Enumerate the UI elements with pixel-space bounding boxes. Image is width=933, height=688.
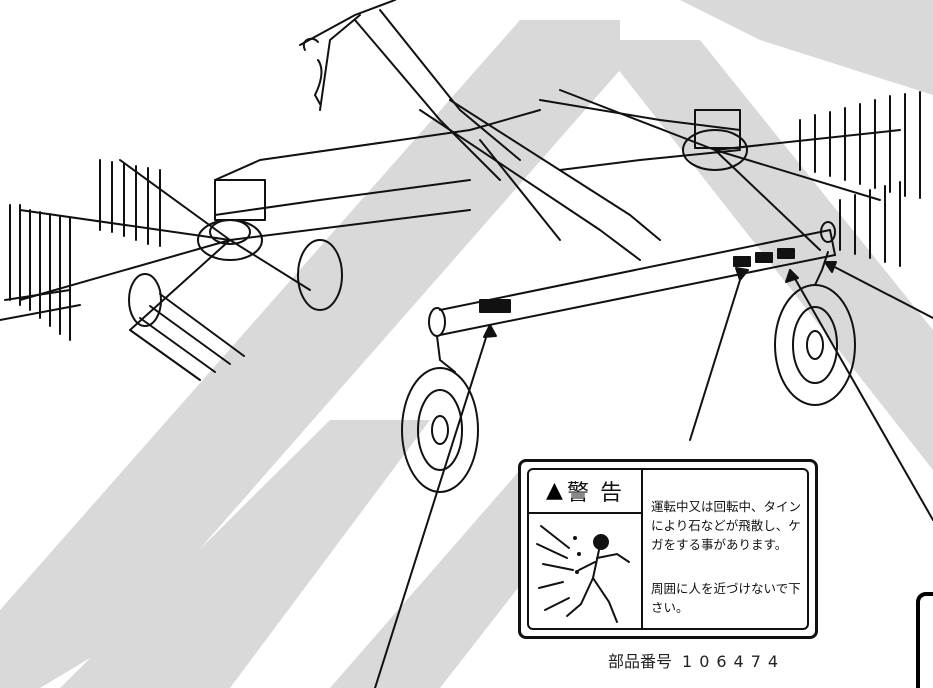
person-struck-by-flying-stones-icon [536,525,630,623]
part-number: 部品番号 106474 [608,648,785,672]
warning-label: ▲ 警 告 [518,459,818,639]
warning-triangle-icon: ▲ [546,478,563,503]
warning-heading: 警 告 [566,481,624,506]
warning-text-paragraph-1: 運転中又は回転中、タインにより石などが飛散し、ケガをする事があります。 [651,499,802,552]
warning-text: 運転中又は回転中、タインにより石などが飛散し、ケガをする事があります。 周囲に人… [651,478,801,642]
warning-text-paragraph-2: 周囲に人を近づけないで下さい。 [651,581,801,615]
warning-heading-box: ▲ 警 告 [529,470,641,514]
partial-second-label [916,592,933,688]
warning-label-inner-border: ▲ 警 告 [527,468,809,630]
part-number-prefix: 部品番号 [608,652,673,671]
warning-label-left-panel: ▲ 警 告 [529,470,643,628]
part-number-value: 106474 [682,652,786,671]
